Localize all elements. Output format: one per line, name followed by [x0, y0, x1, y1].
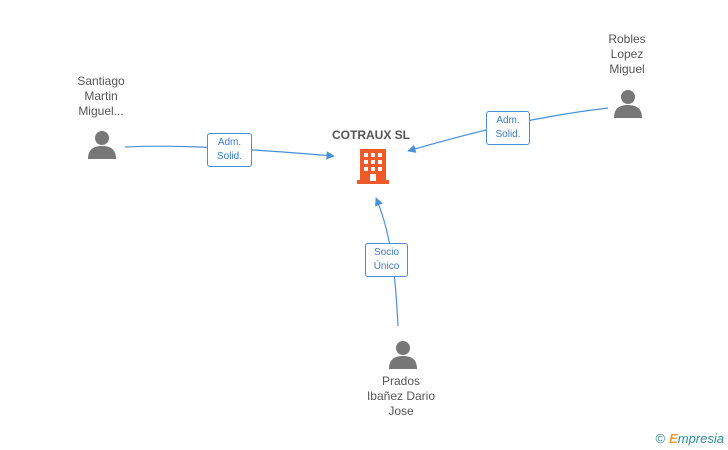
brand-initial: E — [669, 431, 678, 446]
person-icon[interactable] — [613, 88, 643, 118]
relation-label-robles: Adm.Solid. — [486, 111, 530, 145]
person-icon[interactable] — [388, 339, 418, 369]
empresia-watermark: ©Empresia — [655, 431, 724, 446]
building-icon[interactable] — [357, 149, 389, 185]
person-icon[interactable] — [87, 129, 117, 159]
relation-label-santiago: Adm.Solid. — [207, 133, 252, 167]
copyright-symbol: © — [655, 431, 666, 446]
company-name[interactable]: COTRAUX SL — [332, 128, 410, 142]
brand-name: mpresia — [677, 431, 724, 446]
link-santiago-to-company — [124, 145, 335, 160]
